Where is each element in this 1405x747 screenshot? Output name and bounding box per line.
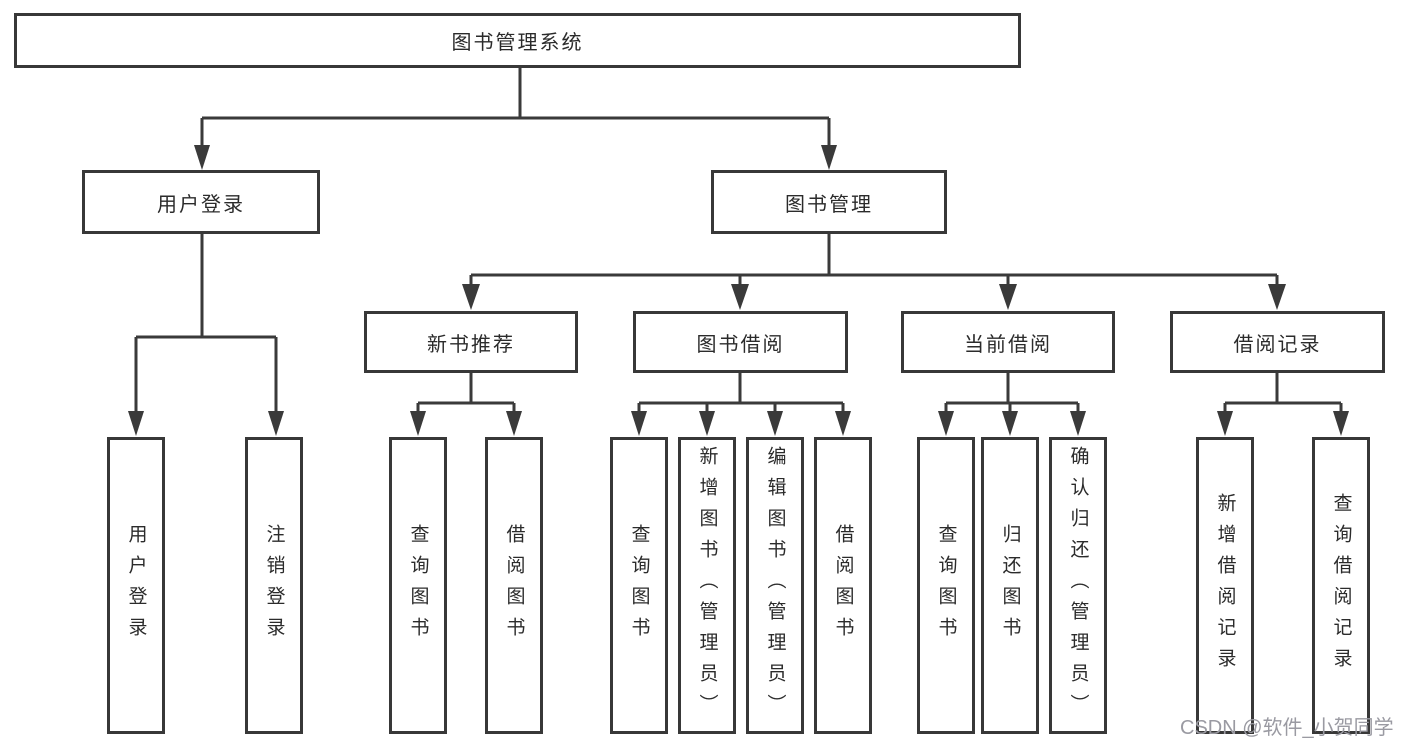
leaf-label: 查询图书 bbox=[628, 523, 650, 648]
leaf-label: 归还图书 bbox=[999, 523, 1021, 648]
node-label: 图书借阅 bbox=[696, 333, 785, 356]
leaf-add-borrow-record: 新增借阅记录 bbox=[1196, 437, 1254, 734]
leaf-add-books-admin: 新增图书（管理员） bbox=[678, 437, 736, 734]
leaf-label: 确认归还（管理员） bbox=[1067, 446, 1089, 725]
leaf-label: 借阅图书 bbox=[832, 523, 854, 648]
leaf-label: 用户登录 bbox=[125, 523, 147, 648]
leaf-query-borrow-record: 查询借阅记录 bbox=[1312, 437, 1370, 734]
leaf-label: 新增借阅记录 bbox=[1214, 492, 1236, 679]
leaf-label: 新增图书（管理员） bbox=[696, 446, 718, 725]
leaf-user-login: 用户登录 bbox=[107, 437, 165, 734]
leaf-label: 查询图书 bbox=[935, 523, 957, 648]
leaf-label: 编辑图书（管理员） bbox=[764, 446, 786, 725]
csdn-watermark: CSDN @软件_小贺同学 bbox=[1180, 717, 1394, 739]
leaf-label: 查询借阅记录 bbox=[1330, 492, 1352, 679]
node-label: 图书管理系统 bbox=[451, 32, 584, 54]
leaf-borrow-books: 借阅图书 bbox=[814, 437, 872, 734]
leaf-borrow-books-recommend: 借阅图书 bbox=[485, 437, 543, 734]
node-borrow-records: 借阅记录 bbox=[1170, 311, 1385, 373]
leaf-confirm-return-admin: 确认归还（管理员） bbox=[1049, 437, 1107, 734]
node-label: 图书管理 bbox=[785, 193, 873, 216]
leaf-label: 查询图书 bbox=[407, 523, 429, 648]
node-current-borrow: 当前借阅 bbox=[901, 311, 1115, 373]
leaf-query-books-current: 查询图书 bbox=[917, 437, 975, 734]
leaf-logout: 注销登录 bbox=[245, 437, 303, 734]
leaf-query-books-borrow: 查询图书 bbox=[610, 437, 668, 734]
node-book-management: 图书管理 bbox=[711, 170, 947, 234]
node-book-borrow: 图书借阅 bbox=[633, 311, 848, 373]
leaf-label: 注销登录 bbox=[263, 523, 285, 648]
leaf-return-books: 归还图书 bbox=[981, 437, 1039, 734]
node-label: 用户登录 bbox=[157, 193, 245, 216]
node-label: 新书推荐 bbox=[427, 333, 515, 356]
node-root-book-management-system: 图书管理系统 bbox=[14, 13, 1021, 68]
node-new-book-recommend: 新书推荐 bbox=[364, 311, 578, 373]
node-label: 当前借阅 bbox=[964, 333, 1052, 356]
leaf-label: 借阅图书 bbox=[503, 523, 525, 648]
node-label: 借阅记录 bbox=[1233, 333, 1322, 356]
node-user-login: 用户登录 bbox=[82, 170, 320, 234]
leaf-edit-books-admin: 编辑图书（管理员） bbox=[746, 437, 804, 734]
leaf-query-books-recommend: 查询图书 bbox=[389, 437, 447, 734]
